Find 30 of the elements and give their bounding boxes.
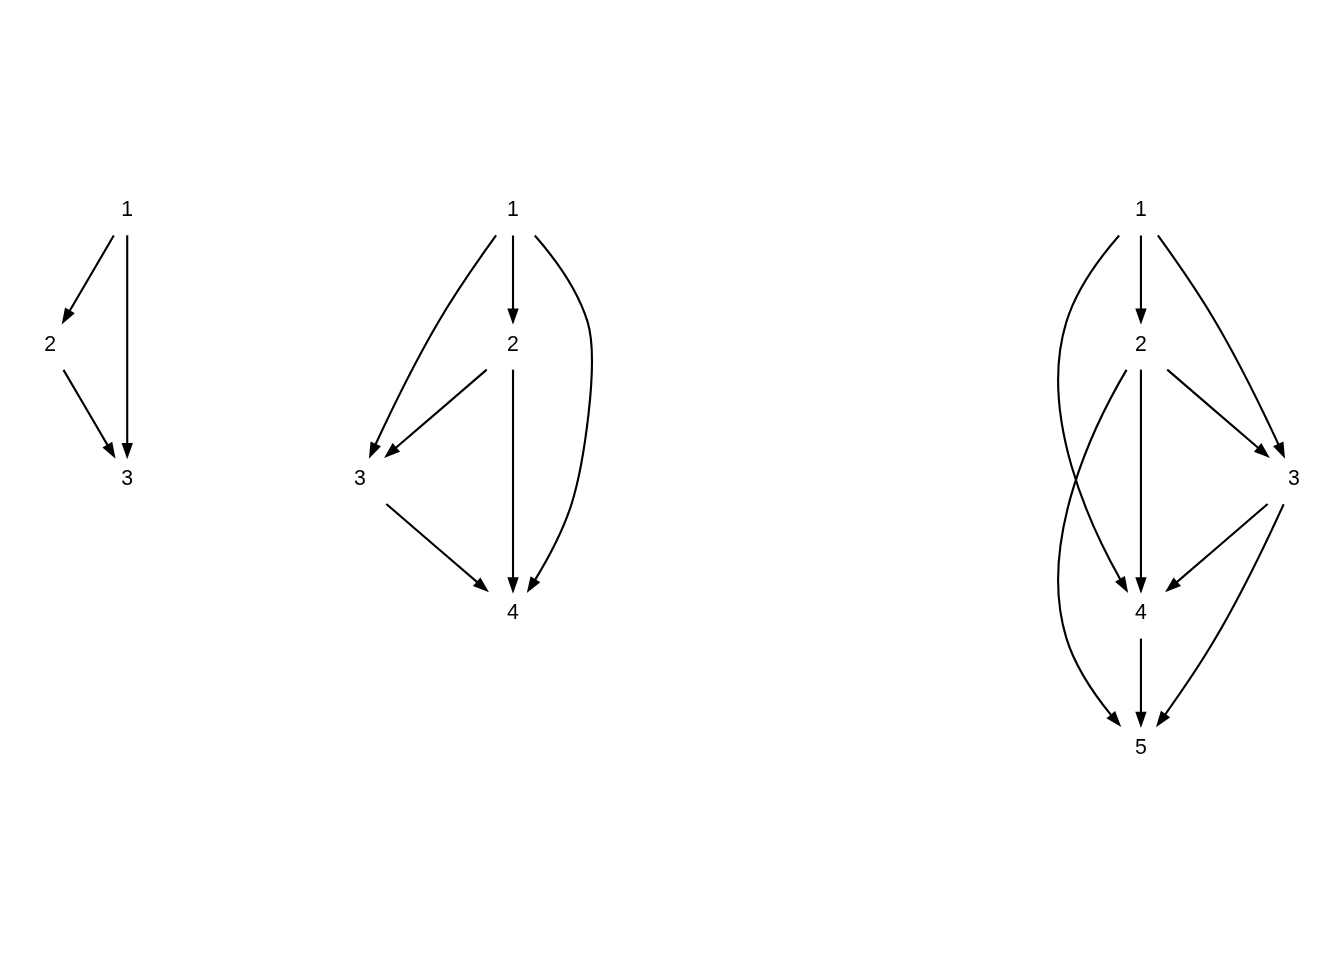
- arrow: [526, 234, 593, 594]
- arrow: [1057, 234, 1129, 593]
- arrow: [121, 235, 133, 460]
- node-text: 4: [1135, 600, 1147, 625]
- arrow: [1157, 234, 1286, 459]
- arrow: [507, 235, 519, 325]
- arrow: [385, 503, 489, 593]
- node-text: 3: [354, 466, 366, 491]
- node-text: 1: [121, 197, 134, 222]
- arrow: [1165, 503, 1269, 593]
- arrow: [368, 234, 497, 459]
- node-text: 1: [1135, 197, 1147, 222]
- arrow: [1135, 638, 1147, 728]
- node-text: 2: [507, 331, 519, 356]
- arrow: [507, 369, 519, 594]
- node-text: 1: [507, 197, 519, 222]
- node-text: 3: [1288, 466, 1300, 491]
- arrow: [1156, 503, 1285, 728]
- arrow: [1135, 369, 1147, 594]
- arrow: [1135, 235, 1147, 325]
- node-text: 2: [44, 331, 56, 356]
- node-text: 4: [507, 600, 519, 625]
- arrow: [61, 235, 115, 325]
- node-text: 2: [1135, 331, 1147, 356]
- arrow: [384, 368, 488, 458]
- arrow: [62, 369, 116, 459]
- node-text: 5: [1135, 734, 1147, 759]
- node-text: 3: [121, 466, 134, 491]
- arrow: [1057, 369, 1128, 727]
- arrow: [1166, 368, 1270, 458]
